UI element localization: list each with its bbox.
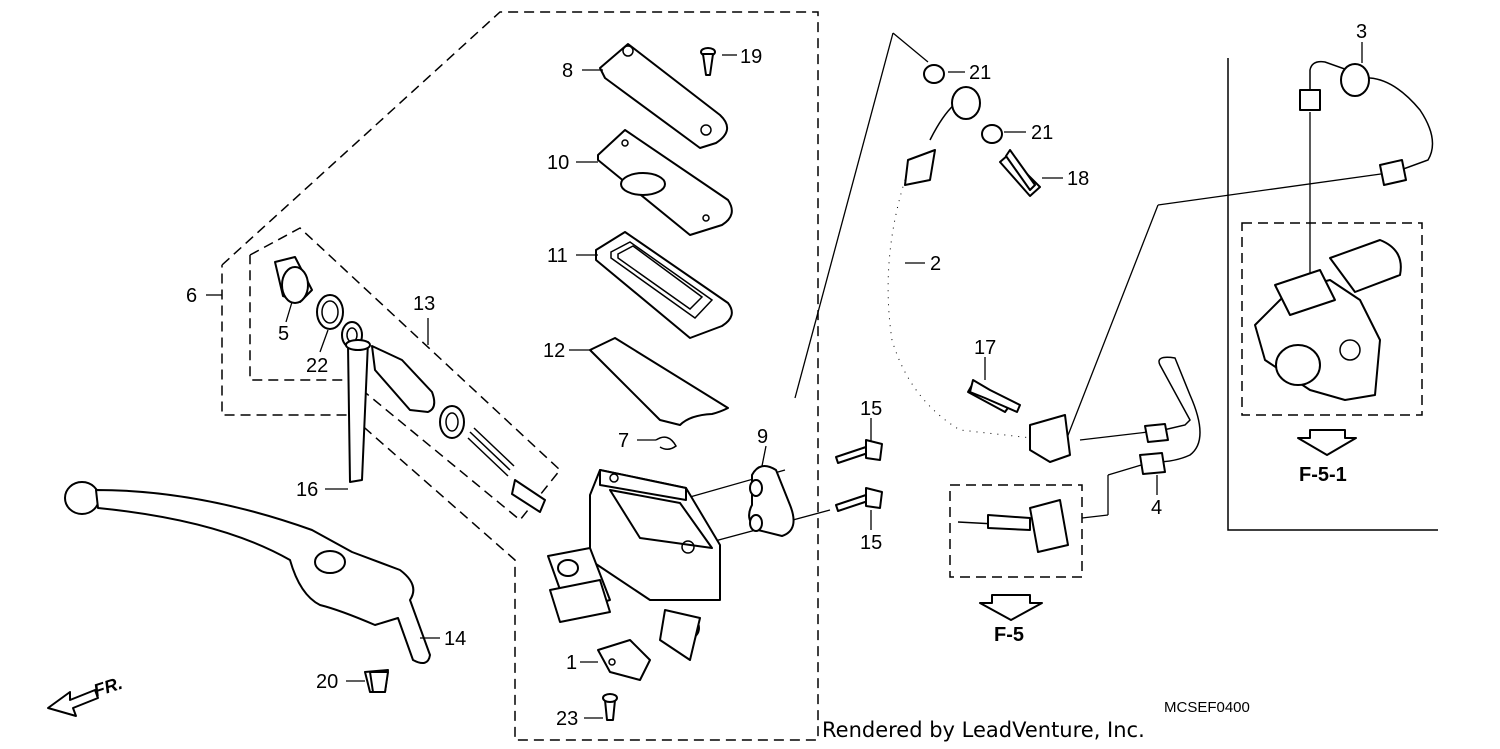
callout-11: 11 bbox=[547, 245, 568, 267]
callout-6: 6 bbox=[186, 285, 197, 307]
front-direction-indicator: FR. bbox=[47, 673, 125, 717]
gasket-sheet bbox=[589, 337, 729, 426]
callout-18: 18 bbox=[1067, 168, 1089, 190]
callout-21-lower: 21 bbox=[1031, 122, 1053, 144]
callout-4: 4 bbox=[1151, 497, 1162, 519]
callout-7: 7 bbox=[618, 430, 629, 452]
reservoir-plate bbox=[597, 129, 733, 236]
callout-19: 19 bbox=[740, 46, 762, 68]
reservoir-diaphragm bbox=[595, 231, 733, 339]
callout-labels: 8 19 10 11 12 7 9 6 13 5 22 16 14 20 1 2… bbox=[186, 21, 1367, 730]
callout-20: 20 bbox=[316, 671, 338, 693]
brake-pipe bbox=[1139, 356, 1201, 475]
master-cylinder-body bbox=[547, 469, 721, 661]
nut-20-hardware bbox=[369, 671, 389, 693]
brake-switch bbox=[597, 639, 651, 681]
bolt-19-hardware bbox=[700, 47, 716, 76]
callout-13: 13 bbox=[413, 293, 435, 315]
callout-2: 2 bbox=[930, 253, 941, 275]
pin-7-hardware bbox=[655, 436, 677, 450]
callout-21-upper: 21 bbox=[969, 62, 991, 84]
clamp-holder bbox=[748, 465, 795, 537]
hardware bbox=[369, 47, 1036, 721]
callout-16: 16 bbox=[296, 479, 318, 501]
bolt-15-lower-hardware bbox=[835, 487, 883, 512]
bolt-18-hardware bbox=[1005, 149, 1036, 191]
direction-label: FR. bbox=[91, 673, 125, 701]
reference-f5-1: F-5-1 bbox=[1299, 464, 1347, 486]
callout-15-upper: 15 bbox=[860, 398, 882, 420]
callout-9: 9 bbox=[757, 426, 768, 448]
callout-8: 8 bbox=[562, 60, 573, 82]
bolt-15-upper-hardware bbox=[835, 439, 883, 464]
callout-1: 1 bbox=[566, 652, 577, 674]
callout-3: 3 bbox=[1356, 21, 1367, 43]
screw-23-hardware bbox=[602, 693, 618, 721]
callout-22: 22 bbox=[306, 355, 328, 377]
bolt-17-hardware bbox=[969, 379, 1021, 413]
front-arrow-icon bbox=[47, 689, 99, 717]
f51-inset bbox=[1254, 60, 1434, 456]
reservoir-cap bbox=[599, 43, 728, 149]
callout-15-lower: 15 bbox=[860, 532, 882, 554]
credit-text: Rendered by LeadVenture, Inc. bbox=[822, 718, 1145, 742]
callout-10: 10 bbox=[547, 152, 569, 174]
piston-kit bbox=[274, 256, 546, 513]
callout-5: 5 bbox=[278, 323, 289, 345]
callout-14: 14 bbox=[444, 628, 466, 650]
callout-23: 23 bbox=[556, 708, 578, 730]
reference-f5: F-5 bbox=[994, 624, 1024, 646]
f5-inset bbox=[957, 499, 1069, 621]
callout-leaders bbox=[206, 42, 1363, 719]
brake-lever bbox=[64, 339, 431, 693]
callout-12: 12 bbox=[543, 340, 565, 362]
callout-17: 17 bbox=[974, 337, 996, 359]
diagram-code: MCSEF0400 bbox=[1164, 699, 1250, 716]
